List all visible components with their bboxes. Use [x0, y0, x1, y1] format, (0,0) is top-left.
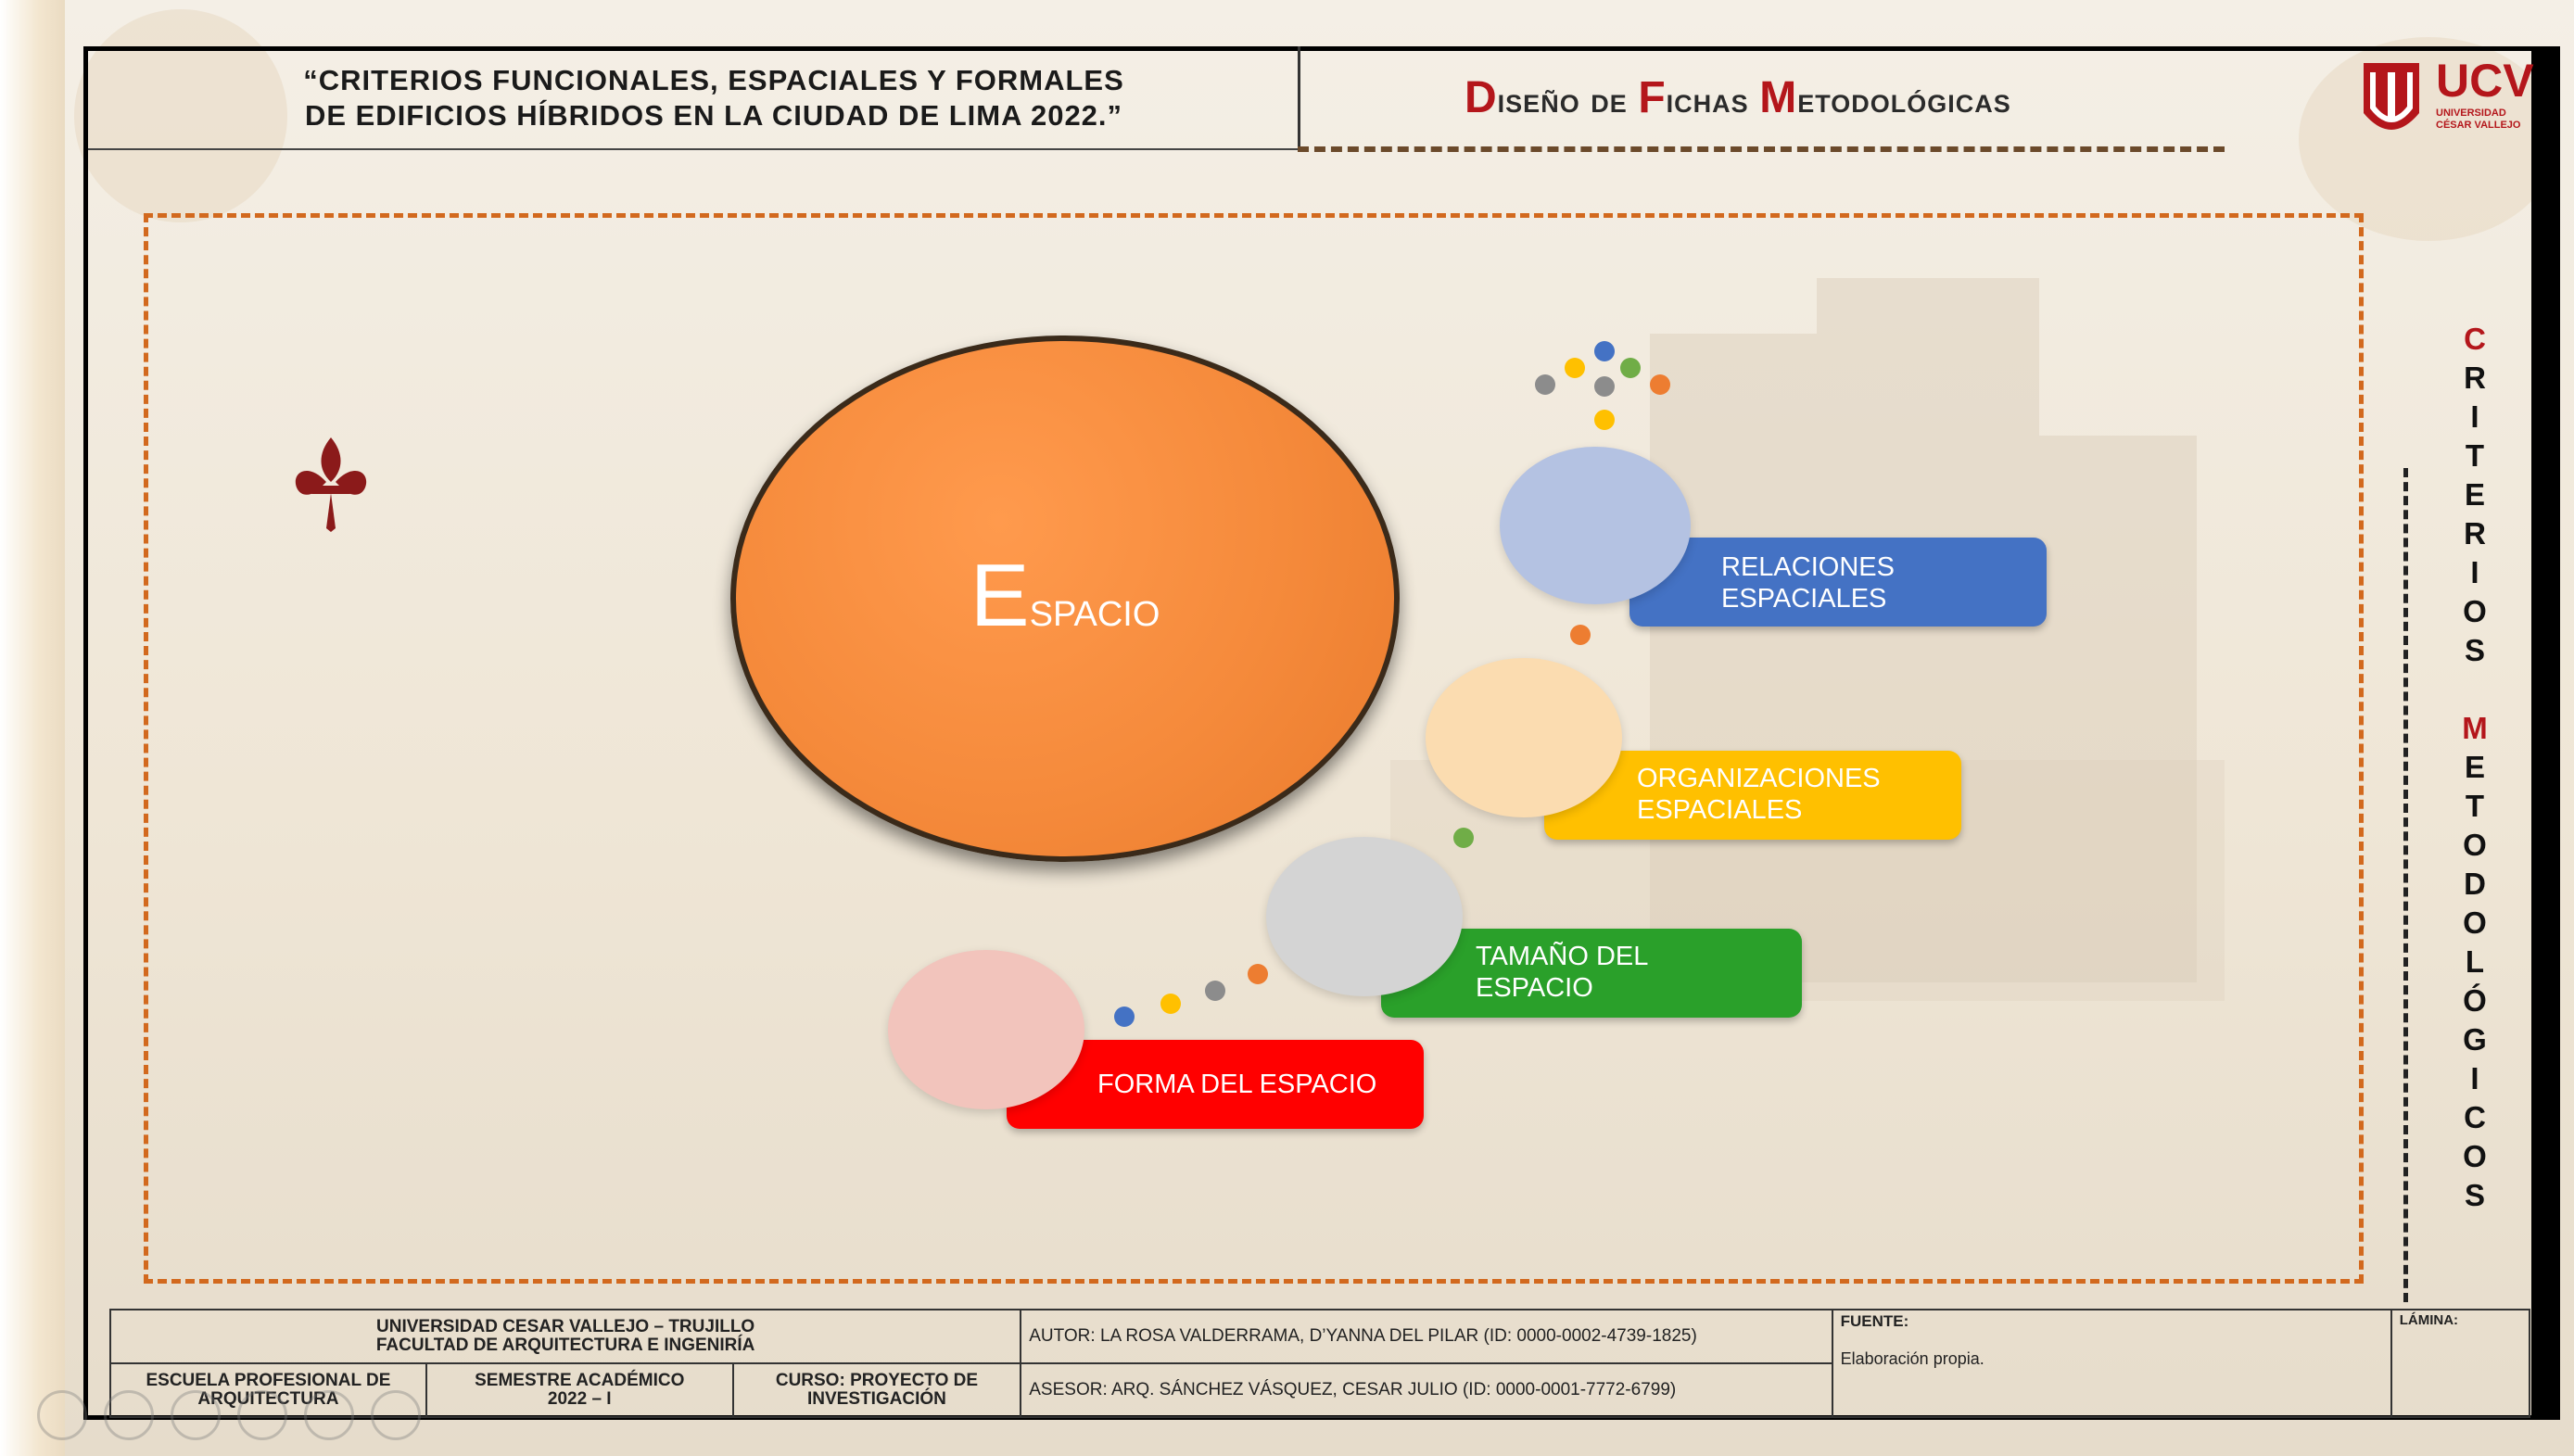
sheet-number-cell: LÁMINA:: [2390, 1309, 2531, 1418]
building-silhouette: [1817, 278, 2039, 982]
connector-dot: [1594, 341, 1615, 361]
page-left-edge: [0, 0, 65, 1456]
connector-dot: [1535, 374, 1555, 395]
ucv-shield-icon: [2364, 63, 2419, 130]
connector-dot: [1453, 828, 1474, 848]
previous-slide-icon[interactable]: [37, 1390, 87, 1440]
ucv-logo-subtext: UNIVERSIDAD CÉSAR VALLEJO: [2436, 108, 2521, 131]
grid-view-icon[interactable]: [237, 1390, 287, 1440]
connector-dot: [1570, 625, 1591, 645]
sheet-frame: [83, 46, 2536, 1420]
connector-dot: [1565, 358, 1585, 378]
side-dashed-rule: [2403, 468, 2408, 1302]
university-cell: UNIVERSIDAD CESAR VALLEJO – TRUJILLO FAC…: [108, 1309, 1022, 1364]
main-concept-circle: [730, 336, 1400, 862]
thesis-title: “CRITERIOS FUNCIONALES, ESPACIALES Y FOR…: [303, 64, 1124, 132]
side-vertical-title: C R I T E R I O S M E T O D O L Ó G I C …: [2462, 322, 2488, 1212]
ucv-logo-text: UCV: [2436, 55, 2534, 107]
pen-icon[interactable]: [171, 1390, 221, 1440]
author-cell: AUTOR: LA ROSA VALDERRAMA, D’YANNA DEL P…: [1020, 1309, 1833, 1364]
content-dashed-frame: [144, 213, 2364, 1284]
map-decoration: [2299, 37, 2558, 241]
connector-dot: [1620, 358, 1641, 378]
compass-rose-decoration: [74, 9, 287, 222]
sheet-subtitle: Diseño de Fichas Metodológicas: [1465, 73, 2011, 122]
title-block-table: UNIVERSIDAD CESAR VALLEJO – TRUJILLO FAC…: [108, 1309, 2531, 1418]
item-circle-relaciones: [1500, 447, 1691, 604]
subtitle-dashed-rule: [1298, 146, 2225, 152]
item-label-forma: FORMA DEL ESPACIO: [1097, 1070, 1377, 1099]
connector-dot: [1594, 410, 1615, 430]
connector-dot: [1160, 994, 1181, 1014]
more-options-icon[interactable]: [371, 1390, 421, 1440]
next-slide-icon[interactable]: [104, 1390, 154, 1440]
connector-dot: [1205, 981, 1225, 1001]
item-circle-forma: [888, 950, 1084, 1109]
building-silhouette: [1650, 334, 1817, 982]
connector-dot: [1650, 374, 1670, 395]
connector-dot: [1594, 376, 1615, 397]
item-circle-tamano: [1266, 837, 1463, 996]
advisor-cell: ASESOR: ARQ. SÁNCHEZ VÁSQUEZ, CESAR JULI…: [1020, 1362, 1833, 1418]
zoom-icon[interactable]: [304, 1390, 354, 1440]
connector-dot: [1248, 964, 1268, 984]
header-underline: [88, 148, 1300, 150]
header-divider: [1298, 46, 1300, 150]
source-cell: FUENTE: Elaboración propia.: [1831, 1309, 2392, 1418]
item-circle-organizaciones: [1426, 658, 1622, 817]
connector-dot: [1114, 1007, 1135, 1027]
main-concept-label: Espacio: [970, 546, 1160, 645]
building-silhouette: [2039, 436, 2197, 982]
fleur-de-lis-icon: [295, 437, 367, 532]
item-bar-relaciones: [1629, 538, 2047, 627]
slideshow-toolbar: [37, 1390, 421, 1440]
sheet-frame-right-edge: [2536, 46, 2560, 1420]
